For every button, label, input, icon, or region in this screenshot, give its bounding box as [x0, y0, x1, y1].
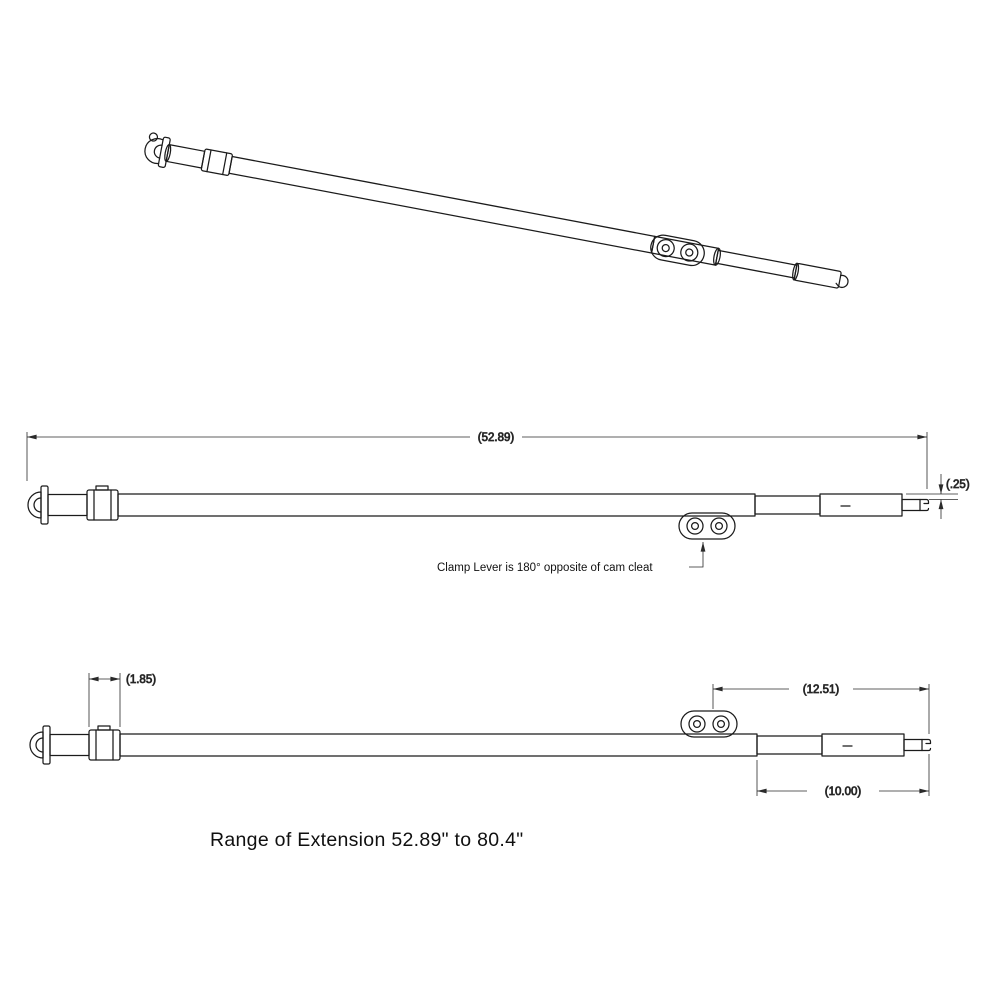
dim-extension-upper: (12.51)	[712, 684, 930, 734]
clamp-lever-note: Clamp Lever is 180° opposite of cam clea…	[437, 562, 653, 574]
cam-cleat-primary	[678, 512, 736, 540]
isometric-view	[144, 132, 849, 289]
side-view-rotated: (1.85) (12.51) (10.00)	[29, 673, 932, 798]
iso-clamp-collar	[200, 148, 233, 176]
iso-inner-tube	[715, 249, 798, 279]
iso-joint-ring	[713, 247, 721, 266]
iso-hook-clip	[144, 137, 164, 165]
iso-end-hook	[835, 274, 849, 289]
iso-main-tube	[228, 155, 656, 254]
dimension-label-collar: (1.85)	[126, 674, 156, 686]
iso-hook-knob	[148, 132, 159, 142]
dimension-label-end-detail: (.25)	[946, 479, 970, 491]
iso-cam-cleat-body	[650, 234, 705, 267]
dimension-label-extension-lower: (10.00)	[825, 786, 862, 798]
iso-cam-cleat-pin-right	[685, 248, 694, 257]
iso-end-cap-ring	[792, 262, 800, 281]
iso-cam-cleat	[650, 234, 705, 267]
pole-side-primary	[27, 485, 930, 525]
dim-extension-lower: (10.00)	[756, 754, 930, 798]
dimension-label-overall: (52.89)	[478, 432, 515, 444]
dim-collar-offset: (1.85)	[88, 673, 157, 727]
iso-end-cap	[793, 262, 842, 289]
pole-side-rotated	[29, 725, 932, 765]
iso-hook-plate	[157, 136, 171, 168]
clamp-note-leader	[689, 542, 706, 568]
iso-cam-cleat-pin-left	[661, 243, 670, 253]
dim-overall-length: (52.89)	[26, 432, 928, 489]
range-of-extension-note: Range of Extension 52.89" to 80.4"	[210, 829, 524, 851]
dim-end-detail: (.25)	[906, 474, 970, 519]
iso-cam-cleat-eye-right	[680, 243, 699, 262]
cam-cleat-rotated	[680, 710, 738, 738]
iso-hook-clip-inner	[153, 144, 163, 159]
iso-neck-tube	[165, 143, 206, 169]
dimension-label-extension-upper: (12.51)	[803, 684, 840, 696]
iso-cam-cleat-eye-left	[656, 238, 675, 258]
clamp-lever-annotation: Clamp Lever is 180° opposite of cam clea…	[437, 542, 706, 574]
iso-collar-detail-lines	[206, 149, 228, 176]
side-view-primary: (52.89) (.25) Clamp Lever is 180° opposi…	[26, 432, 970, 574]
